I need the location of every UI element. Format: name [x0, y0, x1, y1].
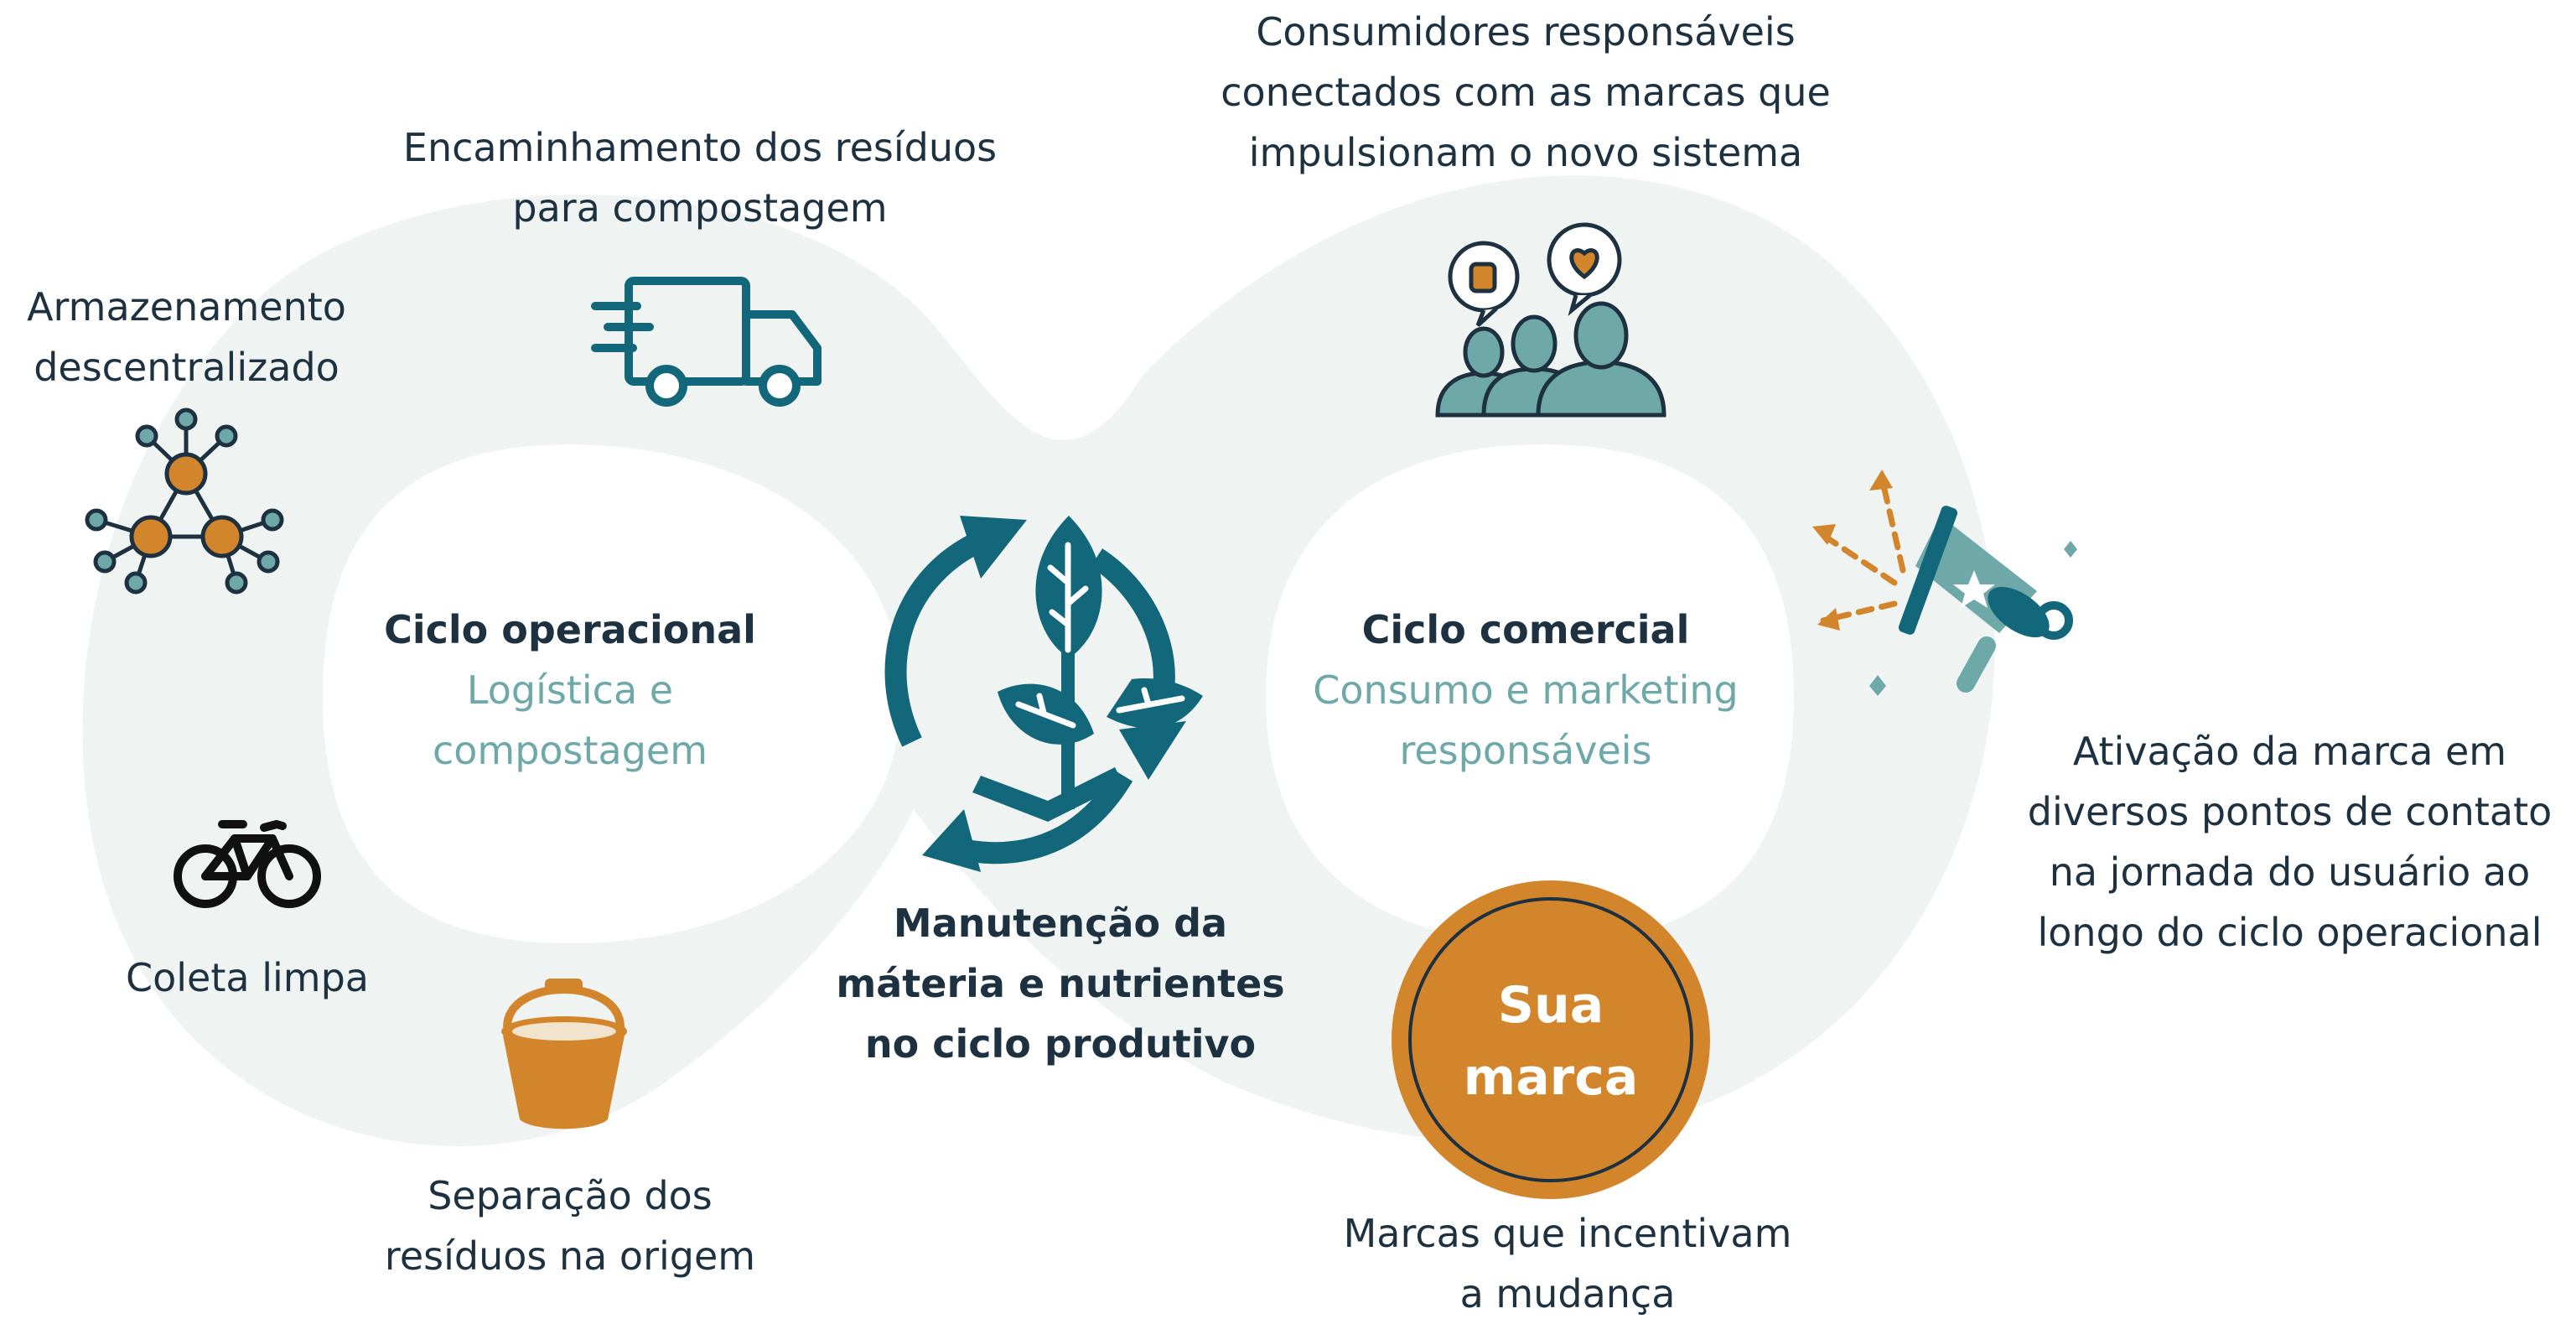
- infinity-band: [82, 175, 1995, 1146]
- network-nodes-icon: [85, 408, 284, 595]
- label-separacao: Separação dos resíduos na origem: [384, 1173, 756, 1279]
- cycle-operacional-subtitle: Logística e compostagem: [432, 667, 708, 773]
- megaphone-icon: [1812, 470, 2077, 696]
- label-marcas: Marcas que incentivam a mudança: [1343, 1211, 1792, 1316]
- people-with-speech-bubbles-icon: [1435, 222, 1666, 418]
- brand-badge: [1392, 880, 1710, 1199]
- label-consumidores: Consumidores responsáveis conectados com…: [1221, 9, 1831, 175]
- bicycle-icon: [174, 820, 321, 908]
- cycle-comercial-title: Ciclo comercial: [1361, 607, 1690, 652]
- bucket-icon: [501, 979, 627, 1129]
- label-ativacao: Ativação da marca em diversos pontos de …: [2027, 729, 2553, 955]
- label-manutencao: Manutenção da máteria e nutrientes no ci…: [836, 901, 1285, 1067]
- label-encaminhamento: Encaminhamento dos resíduos para compost…: [402, 125, 998, 231]
- label-armazenamento: Armazenamento descentralizado: [27, 284, 346, 390]
- recycling-plant-icon: [884, 516, 1203, 872]
- cycle-comercial-subtitle: Consumo e marketing responsáveis: [1313, 667, 1739, 773]
- brand-badge-text: Sua marca: [1463, 976, 1639, 1107]
- delivery-truck-icon: [591, 277, 822, 407]
- cycle-operacional-title: Ciclo operacional: [384, 607, 756, 652]
- label-coleta: Coleta limpa: [126, 955, 369, 1000]
